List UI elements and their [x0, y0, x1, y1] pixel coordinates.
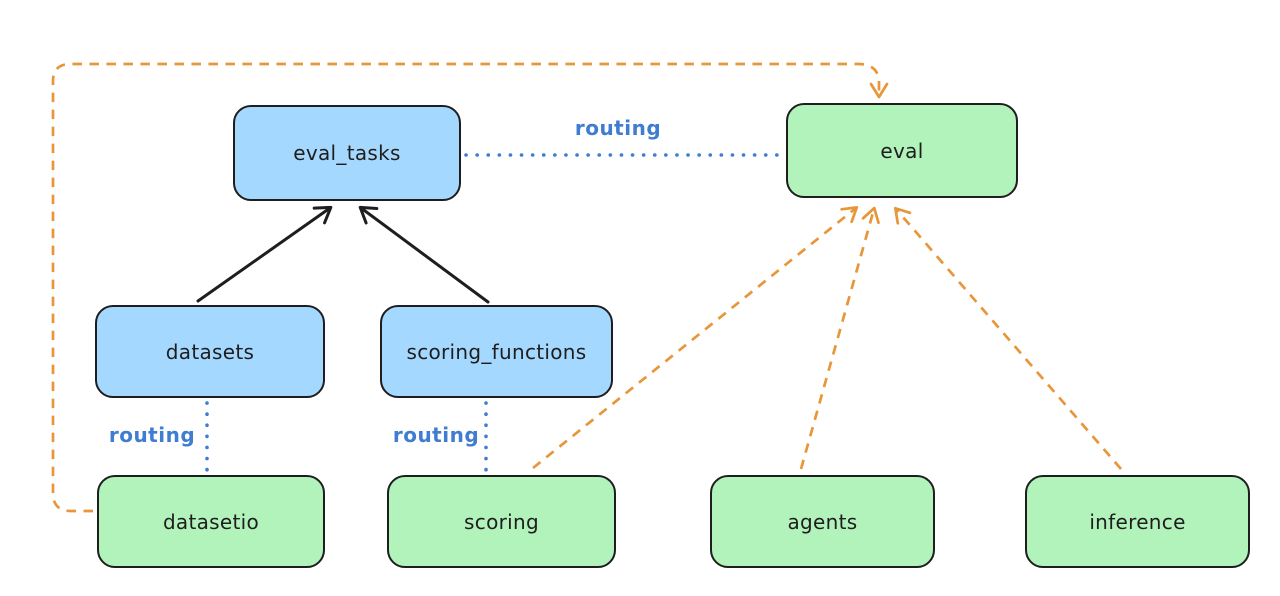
edge-agents-to-eval — [799, 206, 880, 470]
edge-scoring-to-eval — [532, 206, 859, 470]
node-eval-label: eval — [880, 138, 924, 163]
node-eval-tasks: eval_tasks — [233, 105, 461, 201]
routing-label-eval-tasks-eval: routing — [574, 116, 662, 140]
node-inference: inference — [1025, 475, 1250, 568]
node-eval: eval — [786, 103, 1018, 198]
node-scoring-label: scoring — [464, 509, 539, 534]
node-eval-tasks-label: eval_tasks — [293, 141, 401, 165]
node-datasetio-label: datasetio — [162, 509, 260, 534]
edge-inference-to-eval — [893, 206, 1123, 470]
node-scoring-functions: scoring_functions — [380, 305, 613, 398]
edge-scoring-functions-to-eval-tasks — [358, 205, 490, 304]
edge-datasetio-to-eval — [51, 62, 889, 513]
routing-label-datasets-datasetio: routing — [108, 423, 196, 447]
edge-datasets-to-eval-tasks — [196, 205, 333, 303]
node-scoring: scoring — [387, 475, 616, 568]
routing-label-scoring-functions-scoring: routing — [392, 423, 480, 447]
node-datasets-label: datasets — [165, 339, 255, 364]
node-inference-label: inference — [1089, 509, 1186, 534]
node-agents-label: agents — [787, 509, 858, 534]
node-agents: agents — [710, 475, 935, 568]
node-scoring-functions-label: scoring_functions — [406, 339, 587, 364]
node-datasetio: datasetio — [97, 475, 325, 568]
node-datasets: datasets — [95, 305, 325, 398]
